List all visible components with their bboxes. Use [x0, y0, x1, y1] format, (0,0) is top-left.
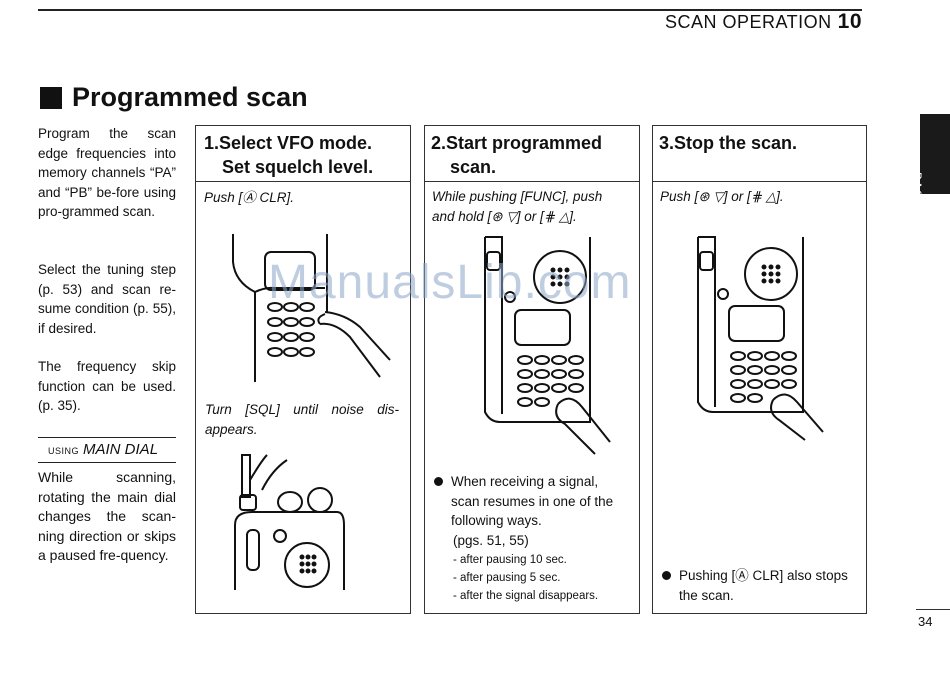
sidebar-paragraph-3: The frequency skip function can be used.…: [38, 359, 176, 413]
dial-heading-small: USING: [48, 446, 80, 456]
chapter-number: 10: [837, 10, 862, 33]
step3-bullet: Pushing [Ⓐ CLR] also stops the scan.: [662, 566, 858, 605]
divider: [916, 609, 950, 610]
radio-func-press-illustration: [484, 236, 611, 455]
dial-heading-title: MAIN DIAL: [83, 441, 159, 458]
step2-page-ref: (pgs. 51, 55): [453, 533, 529, 548]
section-title: SCAN OPERATION: [664, 12, 832, 32]
section-tab-label: BASIC: [910, 172, 924, 214]
step3-bullet-text: Pushing [Ⓐ CLR] also stops the scan.: [679, 568, 848, 603]
radio-keypad-press-illustration: [232, 234, 391, 382]
step2-title-line2: scan.: [450, 157, 497, 177]
step1-instruction-1: Push [Ⓐ CLR].: [204, 190, 295, 205]
sidebar-paragraph-2: Select the tuning step (p. 53) and scan …: [38, 262, 176, 336]
divider: [652, 181, 867, 182]
step1-title-line2: Set squelch level.: [222, 157, 374, 177]
step2-bullet: When receiving a signal, scan resumes in…: [434, 472, 630, 531]
sidebar-paragraph-1: Program the scan edge frequencies into m…: [38, 126, 176, 219]
radio-stop-press-illustration: [697, 236, 824, 441]
step2-option-1: - after pausing 10 sec.: [453, 554, 567, 566]
step2-option-3: - after the signal disappears.: [453, 590, 599, 602]
page-title: Programmed scan: [40, 82, 308, 113]
step3-instruction: Push [⊛ ▽] or [⋕ △].: [660, 189, 784, 204]
step3-title: 3.Stop the scan.: [659, 133, 798, 153]
main-dial-text: While scanning, rotating the main dial c…: [38, 469, 176, 563]
step1-panel: [195, 125, 411, 614]
top-rule: [38, 9, 862, 11]
step1-instruction-2: Turn [SQL] until noise dis-appears.: [205, 402, 399, 437]
step2-bullet-text: When receiving a signal, scan resumes in…: [451, 474, 614, 528]
page-title-text: Programmed scan: [72, 82, 308, 112]
page-number: 34: [918, 614, 933, 629]
divider: [424, 181, 640, 182]
divider: [38, 437, 176, 438]
step2-panel: [424, 125, 640, 614]
step2-title-line1: 2.Start programmed: [431, 133, 603, 153]
step2-instruction: While pushing [FUNC], push and hold [⊛ ▽…: [432, 189, 603, 224]
divider: [38, 462, 176, 463]
radio-squelch-knob-illustration: [234, 454, 345, 590]
watermark: ManualsLib.com: [268, 256, 632, 309]
step1-title-line1: 1.Select VFO mode.: [204, 133, 373, 153]
step3-panel: [652, 125, 867, 614]
divider: [195, 181, 411, 182]
step2-option-2: - after pausing 5 sec.: [453, 572, 561, 584]
section-tab: BASIC: [910, 114, 950, 213]
title-square-icon: [40, 86, 62, 109]
bullet-icon: [662, 571, 671, 580]
bullet-icon: [434, 477, 443, 486]
